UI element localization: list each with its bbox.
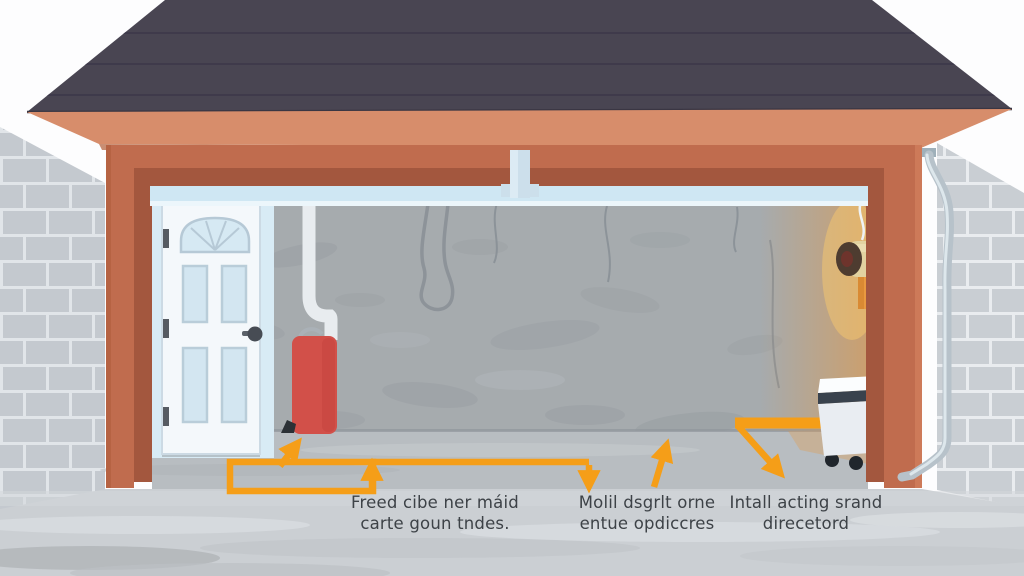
downspout [897, 148, 954, 482]
entry-door [150, 196, 274, 458]
hanging-cord [419, 203, 455, 312]
floor-streaks [0, 512, 1024, 576]
caption-right-line2: direcetord [762, 514, 850, 533]
caption-middle-line2: entue opdiccres [579, 514, 715, 533]
door-glass-panels [181, 264, 248, 424]
door-knob [247, 326, 263, 342]
supply-pipe [298, 202, 338, 340]
roof [26, 0, 1013, 114]
arch-window [179, 216, 251, 254]
arrow-middle [650, 438, 674, 488]
caption-left-line1: Freed cibe ner máid [351, 493, 519, 512]
door-hinges [163, 229, 169, 426]
caption-middle: Molil dsgrlt orne entue opdiccres [547, 492, 747, 534]
caption-right: Intall acting srand direcetord [706, 492, 906, 534]
red-tank [281, 336, 337, 434]
caption-left-line2: carte goun tndes. [360, 514, 510, 533]
front-wall [106, 145, 922, 488]
ceiling-beam [150, 150, 868, 206]
arrow-to-tank [277, 437, 302, 468]
arrow-right-diagonal [735, 423, 786, 479]
right-block-wall [937, 143, 1024, 508]
left-block-wall [0, 127, 105, 512]
tank-chock [281, 420, 296, 433]
caption-right-line1: Intall acting srand [729, 493, 883, 512]
arch-mullions [190, 220, 240, 251]
annotation-rectangle [226, 458, 377, 495]
caption-left: Freed cibe ner máid carte goun tndes. [335, 492, 535, 534]
caption-middle-line1: Molil dsgrlt orne [578, 493, 716, 512]
annotation-arrows [226, 423, 786, 495]
